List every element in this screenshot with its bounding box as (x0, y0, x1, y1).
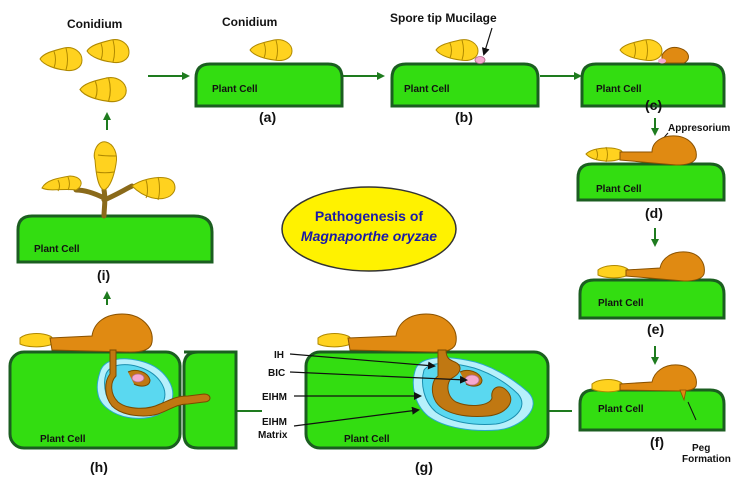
plant-cell-label-h: Plant Cell (40, 434, 86, 445)
flow-arrows (103, 72, 659, 415)
plant-cell-i (16, 214, 214, 264)
plant-cell-label-c: Plant Cell (596, 84, 642, 95)
stage-label-e: (e) (647, 321, 664, 337)
title-line-1: Pathogenesis of (315, 208, 423, 224)
stage-label-h: (h) (90, 459, 108, 475)
eihm-label: EIHM (262, 392, 287, 403)
stage-e: Plant Cell (e) (578, 251, 726, 337)
plant-cell-e (578, 278, 726, 320)
eihm-matrix-label-2: Matrix (258, 430, 288, 441)
stage-f: Plant Cell Peg Formation (f) (578, 364, 731, 465)
plant-cell-b (390, 62, 540, 108)
plant-cell-label-f: Plant Cell (598, 404, 644, 415)
spore-tip-label: Spore tip Mucilage (390, 11, 497, 25)
appresorium-label: Appresorium (668, 123, 730, 134)
peg-label: Peg (692, 443, 710, 454)
stage-h: Plant Cell (h) (8, 313, 238, 475)
stage-label-b: (b) (455, 109, 473, 125)
conidium-label-a: Conidium (222, 15, 277, 29)
stage-g: IH BIC EIHM EIHM Matrix Plant Cell (g) (258, 313, 550, 475)
plant-cell-label-a: Plant Cell (212, 84, 258, 95)
formation-label: Formation (682, 454, 731, 465)
stage-d: Appresorium Plant Cell (d) (576, 123, 730, 221)
free-conidia: Conidium (39, 17, 130, 103)
stage-a: Conidium Plant Cell (a) (194, 15, 344, 125)
stage-label-g: (g) (415, 459, 433, 475)
mucilage-b (474, 56, 486, 64)
penetration-peg (679, 389, 687, 402)
title-line-2: Magnaporthe oryzae (301, 228, 437, 244)
stage-i: Plant Cell (i) (16, 141, 214, 283)
plant-cell-a (194, 62, 344, 108)
stage-b: Spore tip Mucilage Plant Cell (b) (390, 11, 540, 125)
bic-label: BIC (268, 368, 285, 379)
stage-label-a: (a) (259, 109, 276, 125)
plant-cell-d (576, 162, 726, 202)
stage-label-f: (f) (650, 434, 664, 450)
plant-cell-label-b: Plant Cell (404, 84, 450, 95)
plant-cell-c (580, 62, 726, 108)
stage-c: Plant Cell (c) (580, 39, 726, 113)
bic-structure (464, 374, 480, 386)
title-ellipse: Pathogenesis of Magnaporthe oryzae (281, 186, 457, 272)
ih-label: IH (274, 350, 284, 361)
conidium-label-left: Conidium (67, 17, 122, 31)
plant-cell-label-i: Plant Cell (34, 244, 80, 255)
stage-label-d: (d) (645, 205, 663, 221)
eihm-matrix-label-1: EIHM (262, 417, 287, 428)
plant-cell-label-e: Plant Cell (598, 298, 644, 309)
stage-label-c: (c) (645, 97, 662, 113)
plant-cell-f (578, 388, 726, 432)
plant-cell-label-d: Plant Cell (596, 184, 642, 195)
plant-cell-label-g: Plant Cell (344, 434, 390, 445)
stage-label-i: (i) (97, 267, 110, 283)
